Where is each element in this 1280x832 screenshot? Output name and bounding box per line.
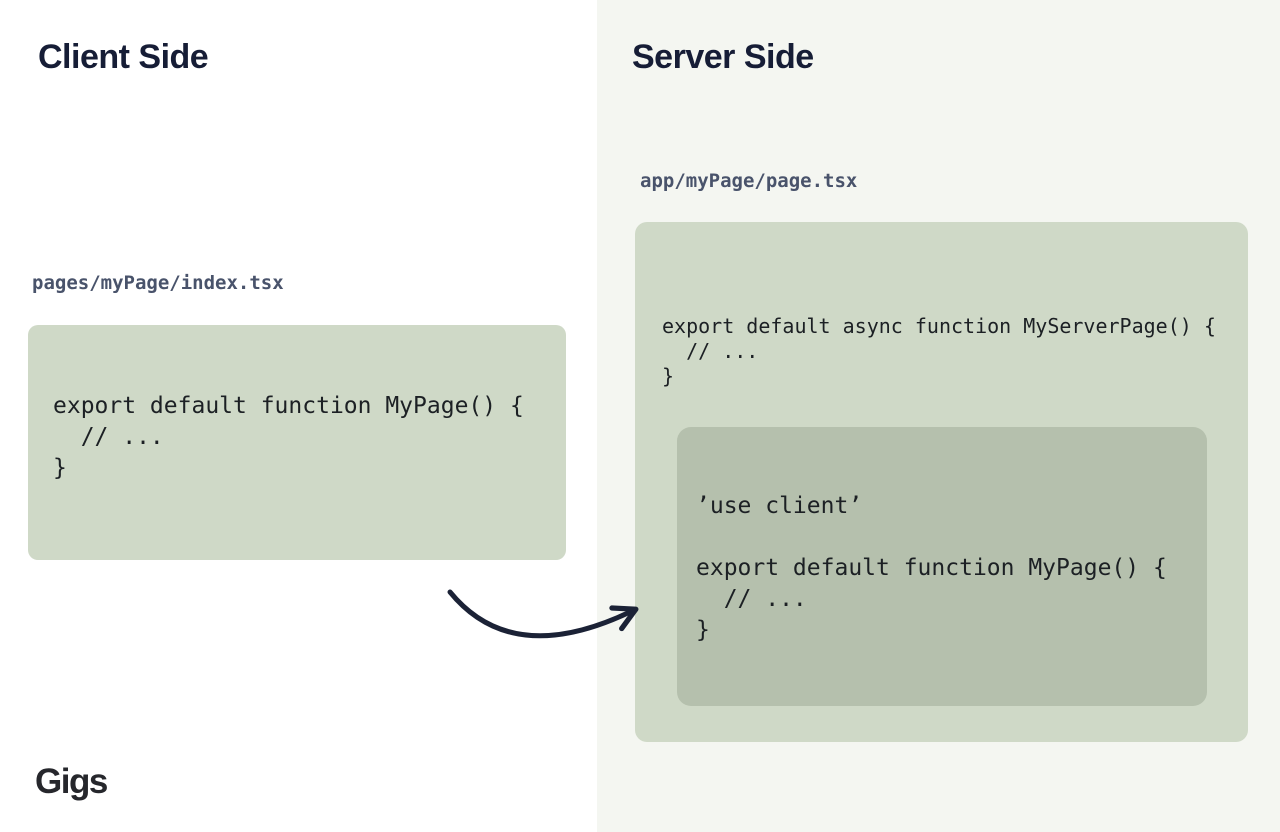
use-client-code: ’use client’ export default function MyP… [696,493,1167,643]
server-code: export default async function MyServerPa… [662,314,1216,388]
server-code-box: export default async function MyServerPa… [635,222,1248,742]
client-file-label: pages/myPage/index.tsx [32,272,284,294]
client-side-panel: Client Side pages/myPage/index.tsx expor… [0,0,597,832]
client-side-title: Client Side [38,38,209,76]
server-side-title: Server Side [632,38,814,76]
use-client-code-box: ’use client’ export default function MyP… [677,427,1207,706]
client-code: export default function MyPage() { // ..… [53,393,524,481]
server-file-label: app/myPage/page.tsx [640,170,858,192]
gigs-logo: Gigs [35,762,108,801]
client-code-box: export default function MyPage() { // ..… [28,325,566,560]
